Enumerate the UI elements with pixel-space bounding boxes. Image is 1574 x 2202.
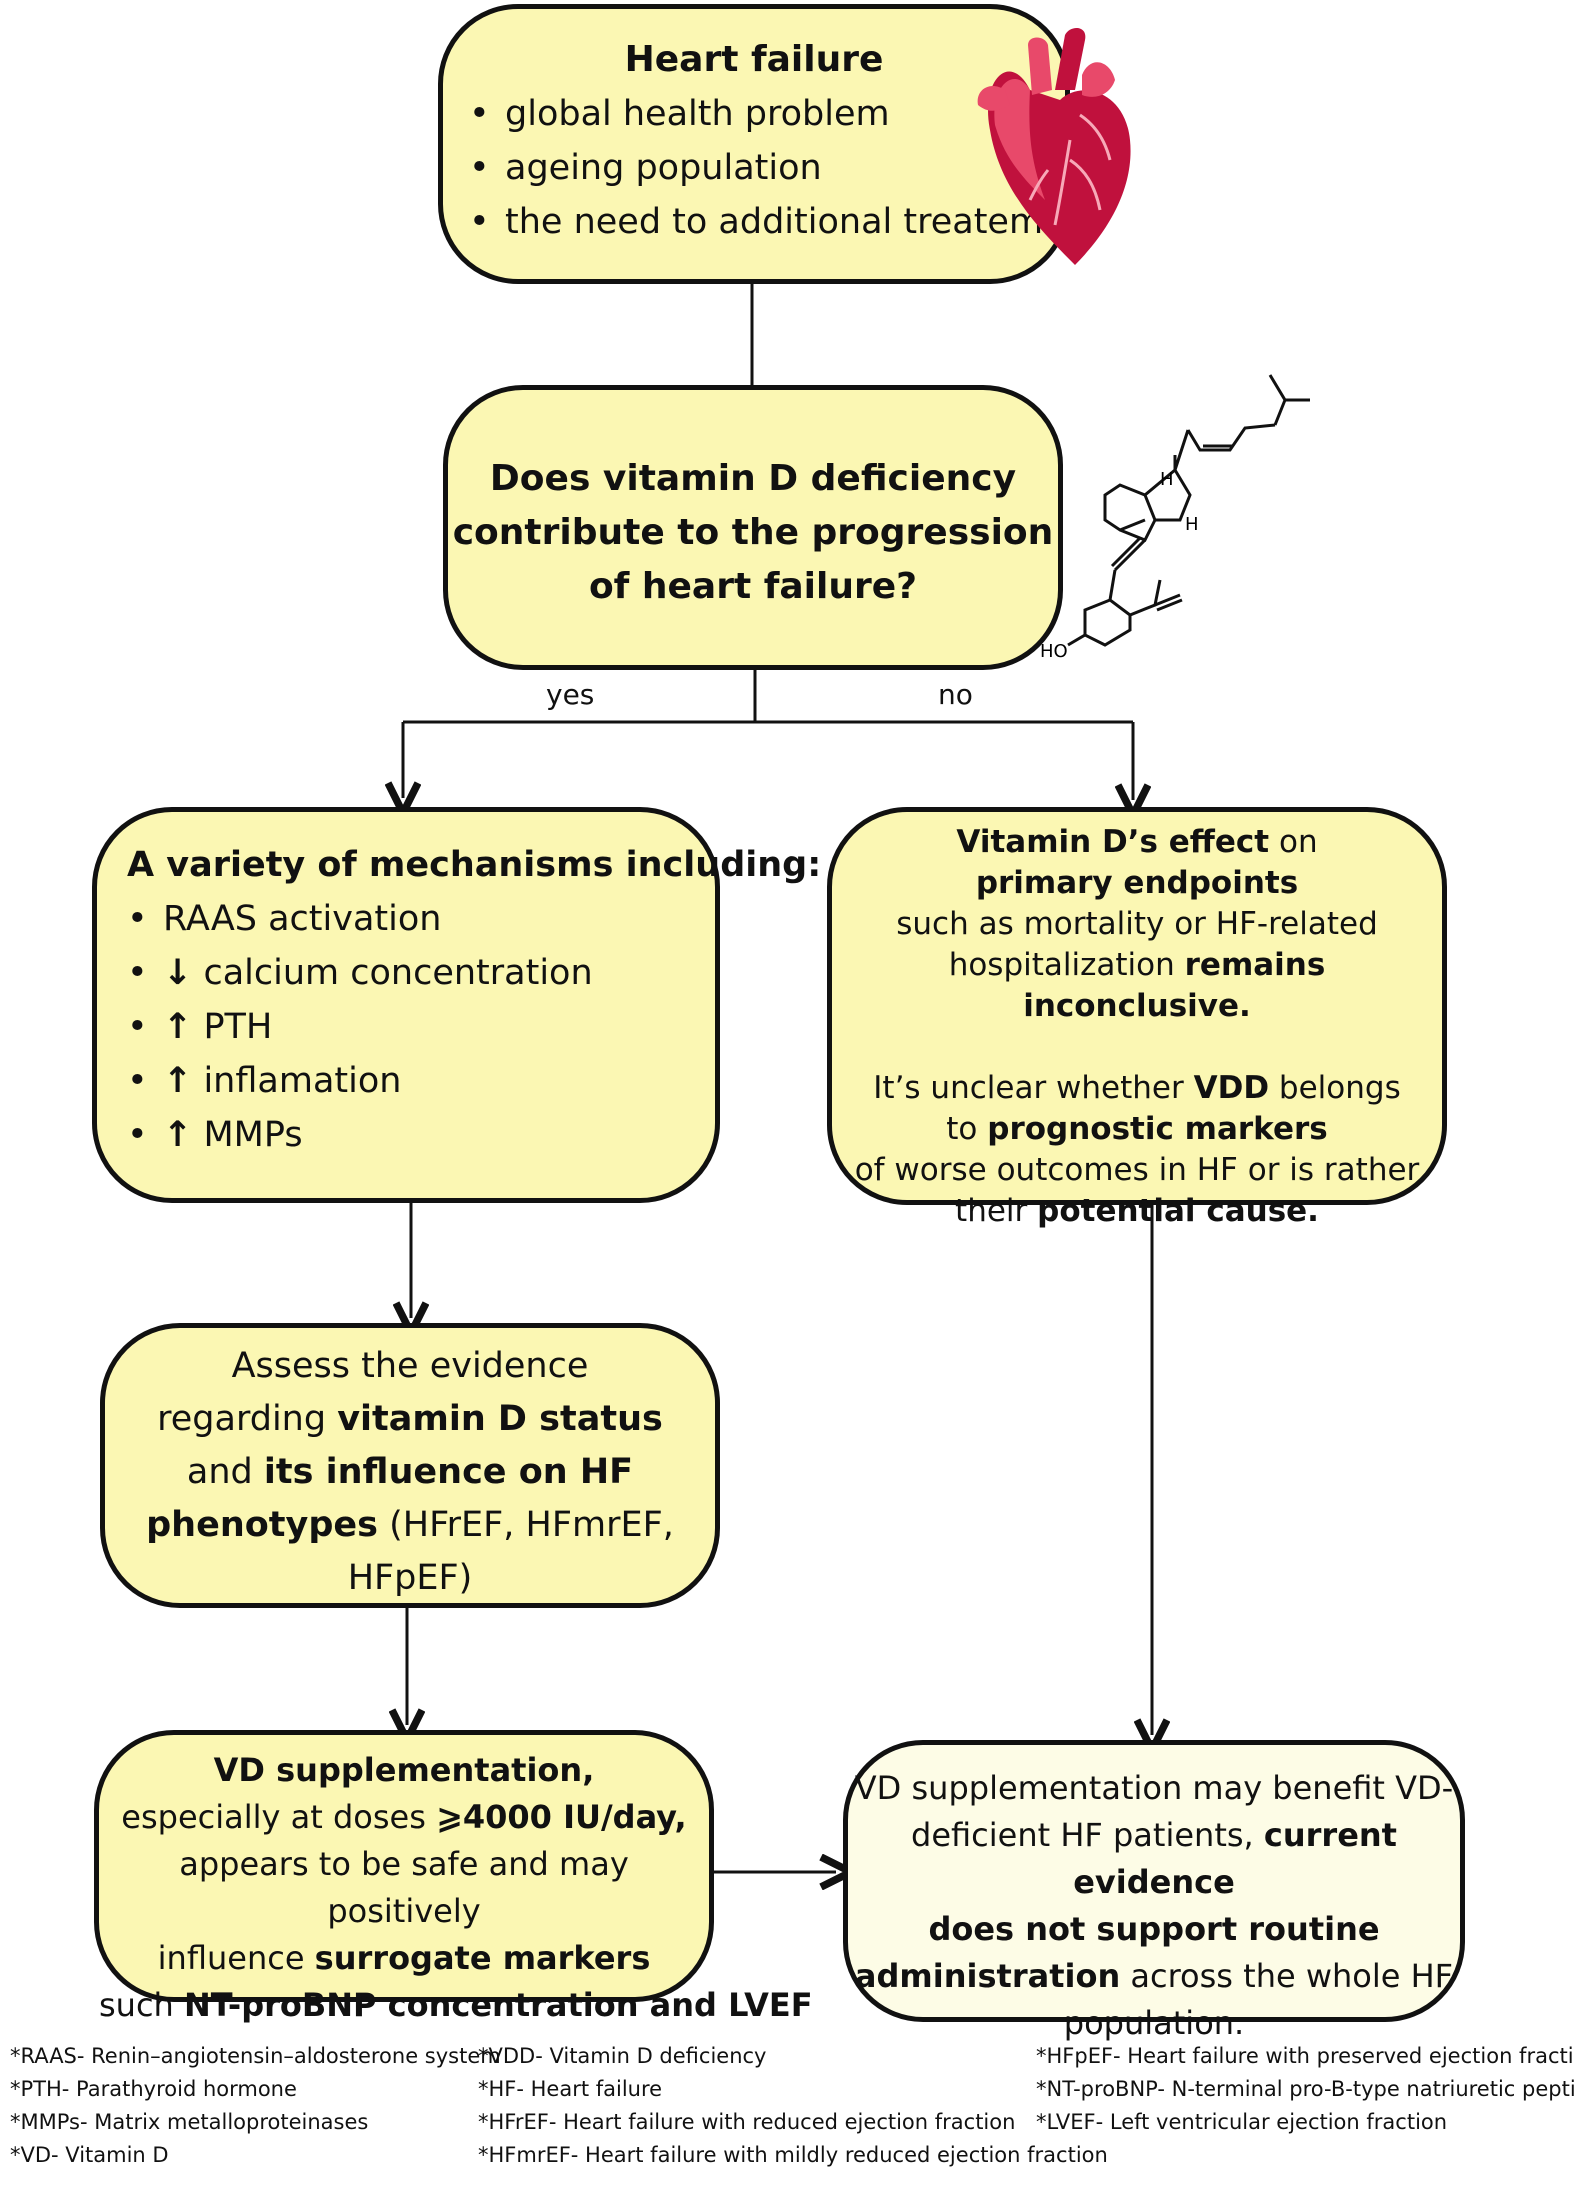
assess-line: phenotypes (HFrEF, HFmrEF, xyxy=(146,1505,674,1545)
vitamin-d-molecule-icon: H H HO xyxy=(1040,374,1310,662)
mechanism-text: PTH xyxy=(192,1007,273,1047)
legend-entry: *HFpEF- Heart failure with preserved eje… xyxy=(1036,2044,1574,2068)
supp-line: appears to be safe and may positively xyxy=(179,1845,629,1930)
legend-entry: *RAAS- Renin–angiotensin–aldosterone sys… xyxy=(10,2044,501,2068)
effect-line: hospitalization remains inconclusive. xyxy=(948,947,1326,1024)
mechanism-item: ↑ MMPs xyxy=(127,1108,715,1162)
molecule-ho-label: HO xyxy=(1040,641,1068,662)
assess-line: HFpEF) xyxy=(347,1558,473,1598)
legend-entry: *NT-proBNP- N-terminal pro-B-type natriu… xyxy=(1036,2077,1574,2101)
benefit-line: does not support routine xyxy=(928,1910,1380,1948)
legend-entry: *LVEF- Left ventricular ejection fractio… xyxy=(1036,2110,1448,2134)
legend-entry: *MMPs- Matrix metalloproteinases xyxy=(10,2110,369,2134)
vd-supplementation-box: VD supplementation, especially at doses … xyxy=(94,1730,813,2024)
benefit-line: population. xyxy=(1063,2004,1245,2042)
heart-failure-bullets: global health problem ageing population … xyxy=(469,87,1100,249)
vitamin-d-effect-box: Vitamin D’s effect on primary endpoints … xyxy=(827,807,1447,1229)
mechanisms-box: A variety of mechanisms including: RAAS … xyxy=(92,807,822,1203)
mechanism-arrow: ↑ xyxy=(163,1007,193,1047)
vd-benefit-box: VD supplementation may benefit VD- defic… xyxy=(843,1740,1465,2042)
effect-line: It’s unclear whether VDD belongs xyxy=(873,1070,1401,1106)
molecule-h-label: H xyxy=(1185,514,1199,535)
legend-entry: *VD- Vitamin D xyxy=(10,2143,169,2167)
legend-column-2: *VDD- Vitamin D deficiency *HF- Heart fa… xyxy=(478,2040,1108,2172)
effect-line: primary endpoints xyxy=(975,865,1299,901)
mechanism-text: inflamation xyxy=(192,1061,402,1101)
benefit-line: administration across the whole HF xyxy=(854,1957,1454,1995)
assess-line: Assess the evidence xyxy=(231,1346,589,1386)
legend-entry: *PTH- Parathyroid hormone xyxy=(10,2077,297,2101)
heart-failure-title: Heart failure xyxy=(624,39,884,80)
question-box: Does vitamin D deficiency contribute to … xyxy=(443,385,1063,670)
question-line: Does vitamin D deficiency xyxy=(489,458,1017,499)
mechanisms-list: RAAS activation ↓ calcium concentration … xyxy=(127,892,715,1162)
mechanism-text: MMPs xyxy=(192,1115,303,1155)
mechanism-item: RAAS activation xyxy=(127,892,715,946)
heart-icon xyxy=(977,28,1131,265)
question-line: contribute to the progression xyxy=(452,512,1054,553)
supp-line: such NT-proBNP concentration and LVEF xyxy=(99,1986,813,2024)
legend-entry: *HFrEF- Heart failure with reduced eject… xyxy=(478,2110,1016,2134)
supp-line: especially at doses ⩾4000 IU/day, xyxy=(121,1798,687,1836)
effect-line: to prognostic markers xyxy=(946,1111,1328,1147)
mechanism-text: RAAS activation xyxy=(163,899,442,939)
assess-line: regarding vitamin D status xyxy=(157,1399,663,1439)
mechanism-item: ↑ PTH xyxy=(127,1000,715,1054)
mechanism-item: ↓ calcium concentration xyxy=(127,946,715,1000)
legend-entry: *HFmrEF- Heart failure with mildly reduc… xyxy=(478,2143,1108,2167)
supp-line: influence surrogate markers xyxy=(157,1939,651,1977)
legend-column-3: *HFpEF- Heart failure with preserved eje… xyxy=(1036,2040,1574,2139)
legend-column-1: *RAAS- Renin–angiotensin–aldosterone sys… xyxy=(10,2040,501,2172)
mechanism-arrow: ↓ xyxy=(163,953,193,993)
molecule-h-label: H xyxy=(1160,469,1174,490)
effect-line: such as mortality or HF-related xyxy=(896,906,1378,942)
effect-line: Vitamin D’s effect on xyxy=(956,824,1318,860)
effect-line: their potential cause. xyxy=(955,1193,1319,1229)
branch-label-no: no xyxy=(938,678,973,711)
mechanism-text: calcium concentration xyxy=(192,953,593,993)
question-line: of heart failure? xyxy=(588,566,918,607)
branch-label-yes: yes xyxy=(546,678,595,711)
legend-entry: *VDD- Vitamin D deficiency xyxy=(478,2044,767,2068)
effect-line: of worse outcomes in HF or is rather xyxy=(854,1152,1420,1188)
benefit-line: deficient HF patients, current evidence xyxy=(911,1816,1397,1901)
mechanism-item: ↑ inflamation xyxy=(127,1054,715,1108)
supp-line: VD supplementation, xyxy=(213,1751,595,1789)
mechanism-arrow: ↑ xyxy=(163,1115,193,1155)
benefit-line: VD supplementation may benefit VD- xyxy=(854,1769,1454,1807)
bullet-item: ageing population xyxy=(469,141,1065,195)
mechanism-arrow: ↑ xyxy=(163,1061,193,1101)
assess-evidence-box: Assess the evidence regarding vitamin D … xyxy=(100,1323,720,1608)
assess-line: and its influence on HF xyxy=(186,1452,634,1492)
bullet-item: global health problem xyxy=(469,87,1065,141)
bullet-item: the need to additional treatement xyxy=(469,195,1100,249)
mechanisms-title: A variety of mechanisms including: xyxy=(127,845,822,885)
legend-entry: *HF- Heart failure xyxy=(478,2077,663,2101)
